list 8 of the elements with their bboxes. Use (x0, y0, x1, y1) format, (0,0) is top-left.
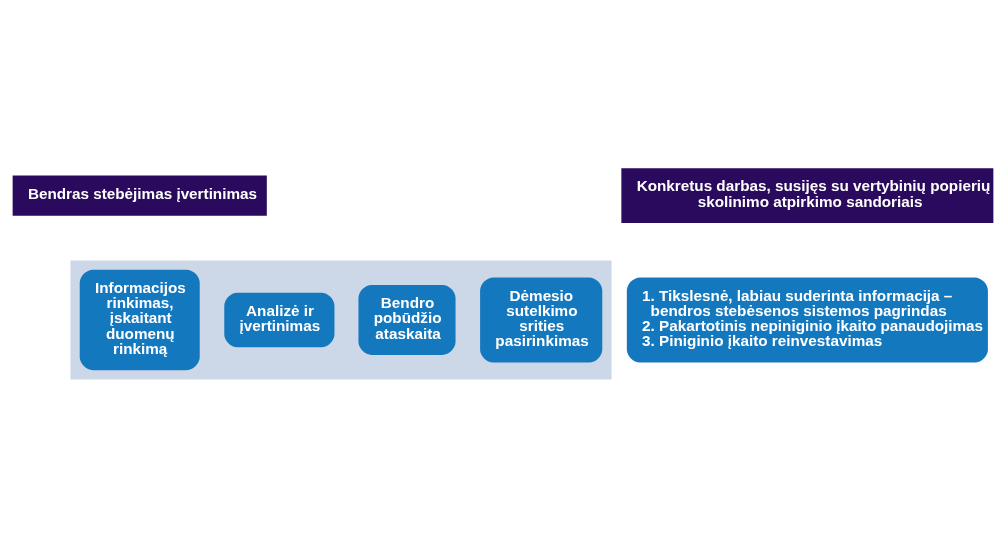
node-box: Dėmesio sutelkimo srities pasirinkimas (480, 277, 603, 363)
cluster (70, 260, 612, 380)
node-box: 1. Tikslesnė, labiau suderinta informacija – bendros stebėsenos sistemos pagrindas 2. Pakartotinis nepiniginio įkaito panaudojimas 3. Piniginio įkaito reinvestavimas (626, 277, 988, 363)
node-box: Informacijos rinkimas, įskaitant duomenų rinkimą (79, 269, 200, 371)
node-box: Analizė ir įvertinimas (224, 292, 335, 348)
node-box: Bendro pobūdžio ataskaita (358, 285, 456, 355)
node-box: Konkretus darbas, susijęs su vertybinių popierių skolinimo atpirkimo sandoriais (621, 168, 994, 223)
node-box: Bendras stebėjimas įvertinimas (12, 175, 267, 216)
